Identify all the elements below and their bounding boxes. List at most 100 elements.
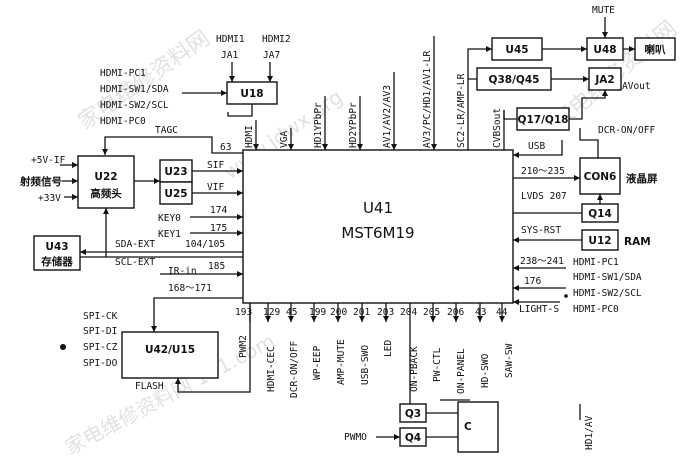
label-sif: SIF [207, 160, 224, 171]
bottom-pin-129: 129 [263, 307, 280, 318]
block-u23-label: U23 [164, 166, 187, 178]
label-r-hdmi-pc1: HDMI-PC1 [573, 257, 619, 268]
label-lcd-panel: 液晶屏 [626, 172, 658, 185]
label-hdmi-sw1: HDMI-SW1/SDA [100, 84, 169, 95]
label-5v-if: +5V-IF [31, 155, 66, 166]
bottom-pin-hdmi-cec: HDMI-CEC [266, 346, 277, 392]
label-33v: +33V [38, 193, 61, 204]
bottom-pin-wp-eep: WP-EEP [312, 345, 323, 380]
block-u43 [33, 235, 81, 271]
bottom-pin-200: 200 [330, 307, 347, 318]
label-63: 63 [220, 142, 231, 153]
label-r-hdmi-sw2: HDMI-SW2/SCL [573, 288, 642, 299]
block-u18-label: U18 [240, 88, 263, 100]
label-rf-signal: 射频信号 [19, 175, 62, 188]
label-pwmo: PWMO [344, 432, 367, 443]
block-u42-label: U42/U15 [145, 344, 195, 356]
label-238-241: 238～241 [520, 256, 564, 267]
label-hd1-av: HD1/AV [584, 415, 595, 450]
label-210-235: 210～235 [521, 166, 565, 177]
block-u43-label: U43 [45, 241, 68, 253]
label-174: 174 [210, 205, 227, 216]
top-pin-hd2: HD2YPbPr [348, 102, 359, 148]
label-176: 176 [524, 276, 541, 287]
label-lvds-207: LVDS 207 [521, 191, 567, 202]
label-dcr-on-off: DCR-ON/OFF [598, 125, 655, 136]
label-spi-ck: SPI-CK [83, 311, 118, 322]
block-u22 [77, 155, 135, 209]
label-hdmi-pc0: HDMI-PC0 [100, 116, 146, 127]
label-sys-rst: SYS-RST [521, 225, 561, 236]
block-q4-label: Q4 [405, 432, 421, 444]
label-spi-cz: SPI-CZ [83, 342, 118, 353]
block-q38-label: Q38/Q45 [489, 74, 540, 86]
bottom-pin-45: 45 [286, 307, 297, 318]
label-avout: AVout [622, 81, 651, 92]
top-pin-vga: VGA [279, 131, 290, 148]
block-u43-sublabel: 存储器 [41, 255, 73, 268]
label-ja7: JA7 [263, 50, 280, 61]
block-u42 [121, 331, 219, 379]
bottom-pin-205: 205 [423, 307, 440, 318]
top-pin-group: HDMI VGA HD1YPbPr HD2YPbPr AV1/AV2/AV3 A… [244, 36, 505, 150]
block-q3-label: Q3 [405, 408, 421, 420]
top-pin-hdmi: HDMI [244, 125, 255, 148]
block-u45-label: U45 [505, 44, 528, 56]
bottom-pin-193: 193 [235, 307, 252, 318]
main-chip-u41 [242, 149, 514, 304]
bottom-pin-on-pback: ON-PBACK [409, 346, 420, 392]
block-u25-label: U25 [164, 188, 187, 200]
block-con6-label: CON6 [584, 171, 617, 183]
block-q14-label: Q14 [588, 208, 612, 220]
top-pin-av1: AV1/AV2/AV3 [382, 85, 393, 148]
block-u12-label: U12 [588, 235, 611, 247]
junction-dot [60, 344, 66, 350]
top-pin-hd1: HD1YPbPr [313, 102, 324, 148]
label-ja1: JA1 [221, 50, 238, 61]
label-key0: KEY0 [158, 213, 181, 224]
main-chip-part: MST6M19 [341, 224, 414, 242]
label-r-hdmi-pc0: HDMI-PC0 [573, 304, 619, 315]
label-hdmi-sw2: HDMI-SW2/SCL [100, 100, 169, 111]
bottom-pin-dcr: DCR-ON/OFF [289, 341, 300, 398]
block-u22-label: U22 [94, 171, 117, 183]
block-c [457, 401, 499, 453]
label-r-hdmi-sw1: HDMI-SW1/SDA [573, 272, 642, 283]
label-hdmi2: HDMI2 [262, 34, 291, 45]
block-speaker-label: 喇叭 [645, 43, 666, 56]
label-ram: RAM [624, 236, 651, 248]
label-usb: USB [528, 141, 545, 152]
label-key1: KEY1 [158, 229, 181, 240]
block-ja2-label: JA2 [594, 74, 614, 86]
label-tagc: TAGC [155, 125, 178, 136]
label-185: 185 [208, 261, 225, 272]
bottom-pin-pw-ctl: PW-CTL [432, 347, 443, 382]
top-pin-sc2: SC2-LR/AMP-LR [456, 73, 467, 148]
bottom-pin-group: 193 PWM2 129 HDMI-CEC 45 DCR-ON/OFF 199 … [235, 303, 515, 404]
bottom-pin-usb-swo: USB-SWO [360, 345, 371, 385]
label-hdmi-pc1: HDMI-PC1 [100, 68, 146, 79]
label-spi-di: SPI-DI [83, 326, 117, 337]
bottom-pin-led: LED [383, 340, 394, 357]
block-q17-label: Q17/Q18 [518, 114, 569, 126]
label-ir-in: IR-in [168, 266, 197, 277]
label-flash: FLASH [135, 381, 164, 392]
label-scl-ext: SCL-EXT [115, 257, 155, 268]
bottom-pin-204: 204 [400, 307, 417, 318]
label-104-105: 104/105 [185, 239, 225, 250]
label-c: C [464, 421, 472, 433]
bottom-pin-199: 199 [309, 307, 326, 318]
bottom-pin-pwm2: PWM2 [238, 335, 249, 358]
label-175: 175 [210, 223, 227, 234]
top-pin-av3: AV3/PC/HD1/AV1-LR [422, 50, 433, 148]
label-spi-do: SPI-DO [83, 358, 118, 369]
label-light-s: LIGHT-S [519, 304, 559, 315]
label-168-171: 168～171 [168, 283, 212, 294]
label-sda-ext: SDA-EXT [115, 239, 155, 250]
block-u22-sublabel: 高频头 [90, 187, 122, 200]
bottom-pin-on-panel: ON-PANEL [456, 348, 467, 394]
label-mute: MUTE [592, 5, 615, 16]
main-chip-name: U41 [363, 199, 393, 217]
